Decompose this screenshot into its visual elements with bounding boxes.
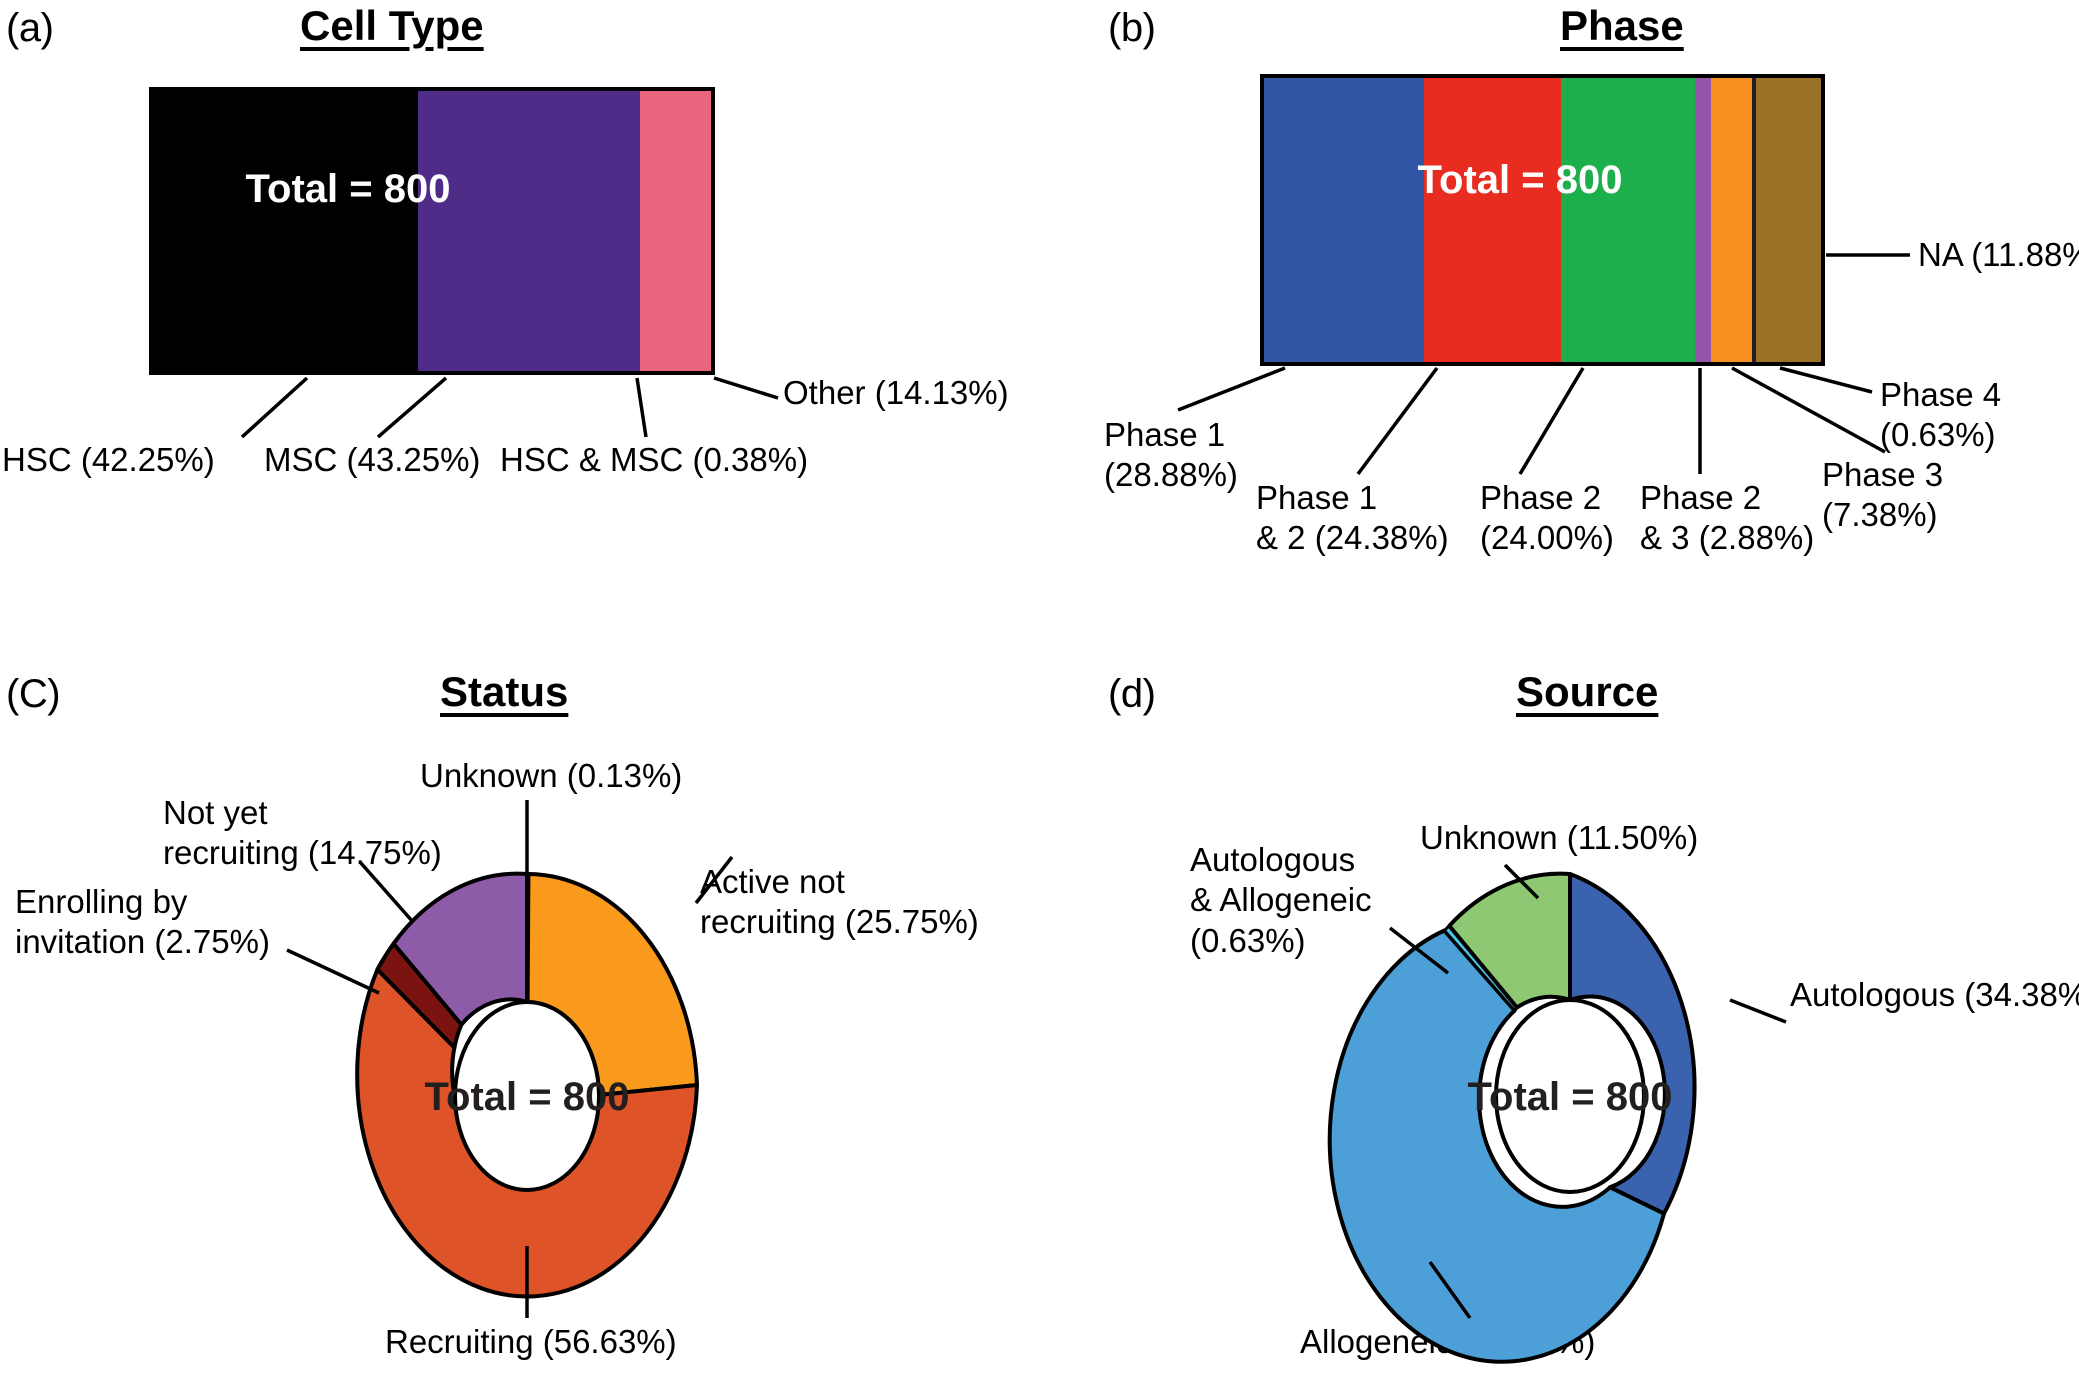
leader-line-allogeneic	[1428, 1260, 1472, 1320]
bar-segment-hsc[interactable]	[151, 89, 418, 373]
label-phase-3: Phase 3 (7.38%)	[1822, 456, 1944, 534]
label-hsc-msc: HSC & MSC (0.38%)	[500, 441, 809, 478]
label-msc: MSC (43.25%)	[264, 441, 481, 478]
total-label-b: Total = 800	[1418, 158, 1623, 202]
panel-d-letter: (d)	[1108, 672, 1156, 716]
label-unknown-source: Unknown (11.50%)	[1420, 819, 1699, 856]
label-phase-2-3: Phase 2 & 3 (2.88%)	[1640, 479, 1815, 557]
panel-b-title: Phase	[1560, 2, 1684, 49]
bar-segment-phase-1-2[interactable]	[1424, 76, 1561, 364]
status-donut-chart: Total = 800	[286, 800, 734, 1318]
bar-outline-a	[149, 87, 715, 375]
label-recruiting: Recruiting (56.63%)	[385, 1323, 677, 1360]
leader-line-autologous	[1729, 998, 1787, 1024]
bar-segment-phase-2[interactable]	[1561, 76, 1695, 364]
total-label-a: Total = 800	[246, 167, 451, 211]
label-enrolling-by-invitation: Enrolling by invitation (2.75%)	[15, 883, 270, 961]
label-active-not-recruiting: Active not recruiting (25.75%)	[700, 863, 979, 941]
total-label-d: Total = 800	[1468, 1075, 1673, 1119]
panel-c-letter: (C)	[6, 672, 61, 716]
donut-slice-unknown-source[interactable]	[1447, 871, 1572, 1010]
leader-line-hsc	[240, 376, 309, 439]
label-unknown-status: Unknown (0.13%)	[420, 757, 683, 794]
total-label-c: Total = 800	[425, 1075, 630, 1119]
bar-segment-phase-2-3[interactable]	[1695, 76, 1711, 364]
cell-type-stacked-bar: Total = 800	[149, 87, 779, 439]
bar-outline-b	[1260, 74, 1825, 366]
leader-line-msc	[376, 376, 448, 439]
panel-d-title: Source	[1516, 668, 1659, 715]
bar-segment-other[interactable]	[640, 89, 713, 373]
panel-a-letter: (a)	[6, 6, 54, 50]
label-hsc: HSC (42.25%)	[2, 441, 215, 478]
panel-a-title: Cell Type	[300, 2, 484, 49]
bar-segment-na[interactable]	[1756, 76, 1823, 364]
label-phase-4: Phase 4 (0.63%)	[1880, 376, 2002, 454]
leader-line-phase-1-2	[1356, 366, 1439, 476]
source-donut-chart: Total = 800	[1327, 863, 1787, 1364]
bar-segment-phase-1[interactable]	[1262, 76, 1424, 364]
leader-line-phase-2	[1518, 367, 1585, 475]
label-autologous-allogeneic: Autologous & Allogeneic (0.63%)	[1190, 841, 1372, 959]
bar-segment-phase-4[interactable]	[1752, 76, 1756, 364]
leader-line-active-not-recruiting	[694, 855, 734, 905]
bar-segment-msc[interactable]	[418, 89, 637, 373]
label-not-yet-recruiting: Not yet recruiting (14.75%)	[163, 794, 442, 872]
leader-line-phase-3	[1731, 366, 1886, 454]
donut-hole-c	[453, 1000, 601, 1192]
bar-segment-hsc-msc[interactable]	[637, 89, 640, 373]
label-na: NA (11.88%)	[1918, 236, 2079, 273]
label-autologous: Autologous (34.38%)	[1790, 976, 2079, 1013]
leader-line-autologous-allogeneic	[1388, 926, 1450, 975]
leader-line-other	[713, 376, 779, 400]
phase-stacked-bar: Total = 800	[1177, 74, 1910, 476]
label-phase-1-2: Phase 1 & 2 (24.38%)	[1256, 479, 1449, 557]
leader-line-enrolling-by-invitation	[286, 948, 380, 995]
donut-slice-autologous[interactable]	[1568, 872, 1697, 1216]
bar-segment-phase-3[interactable]	[1711, 76, 1752, 364]
donut-slice-allogeneic[interactable]	[1327, 928, 1666, 1364]
leader-line-phase-1	[1177, 366, 1286, 412]
donut-hole-d	[1494, 998, 1646, 1194]
leader-line-unknown-source	[1503, 863, 1540, 900]
panel-c-title: Status	[440, 668, 569, 715]
leader-line-phase-4	[1779, 366, 1873, 394]
panel-b-letter: (b)	[1108, 6, 1156, 50]
label-phase-1: Phase 1 (28.88%)	[1104, 416, 1238, 494]
label-other: Other (14.13%)	[783, 374, 1009, 411]
leader-line-hsc-msc	[635, 377, 648, 438]
leader-line-not-yet-recruiting	[358, 860, 415, 924]
label-phase-2: Phase 2 (24.00%)	[1480, 479, 1614, 557]
